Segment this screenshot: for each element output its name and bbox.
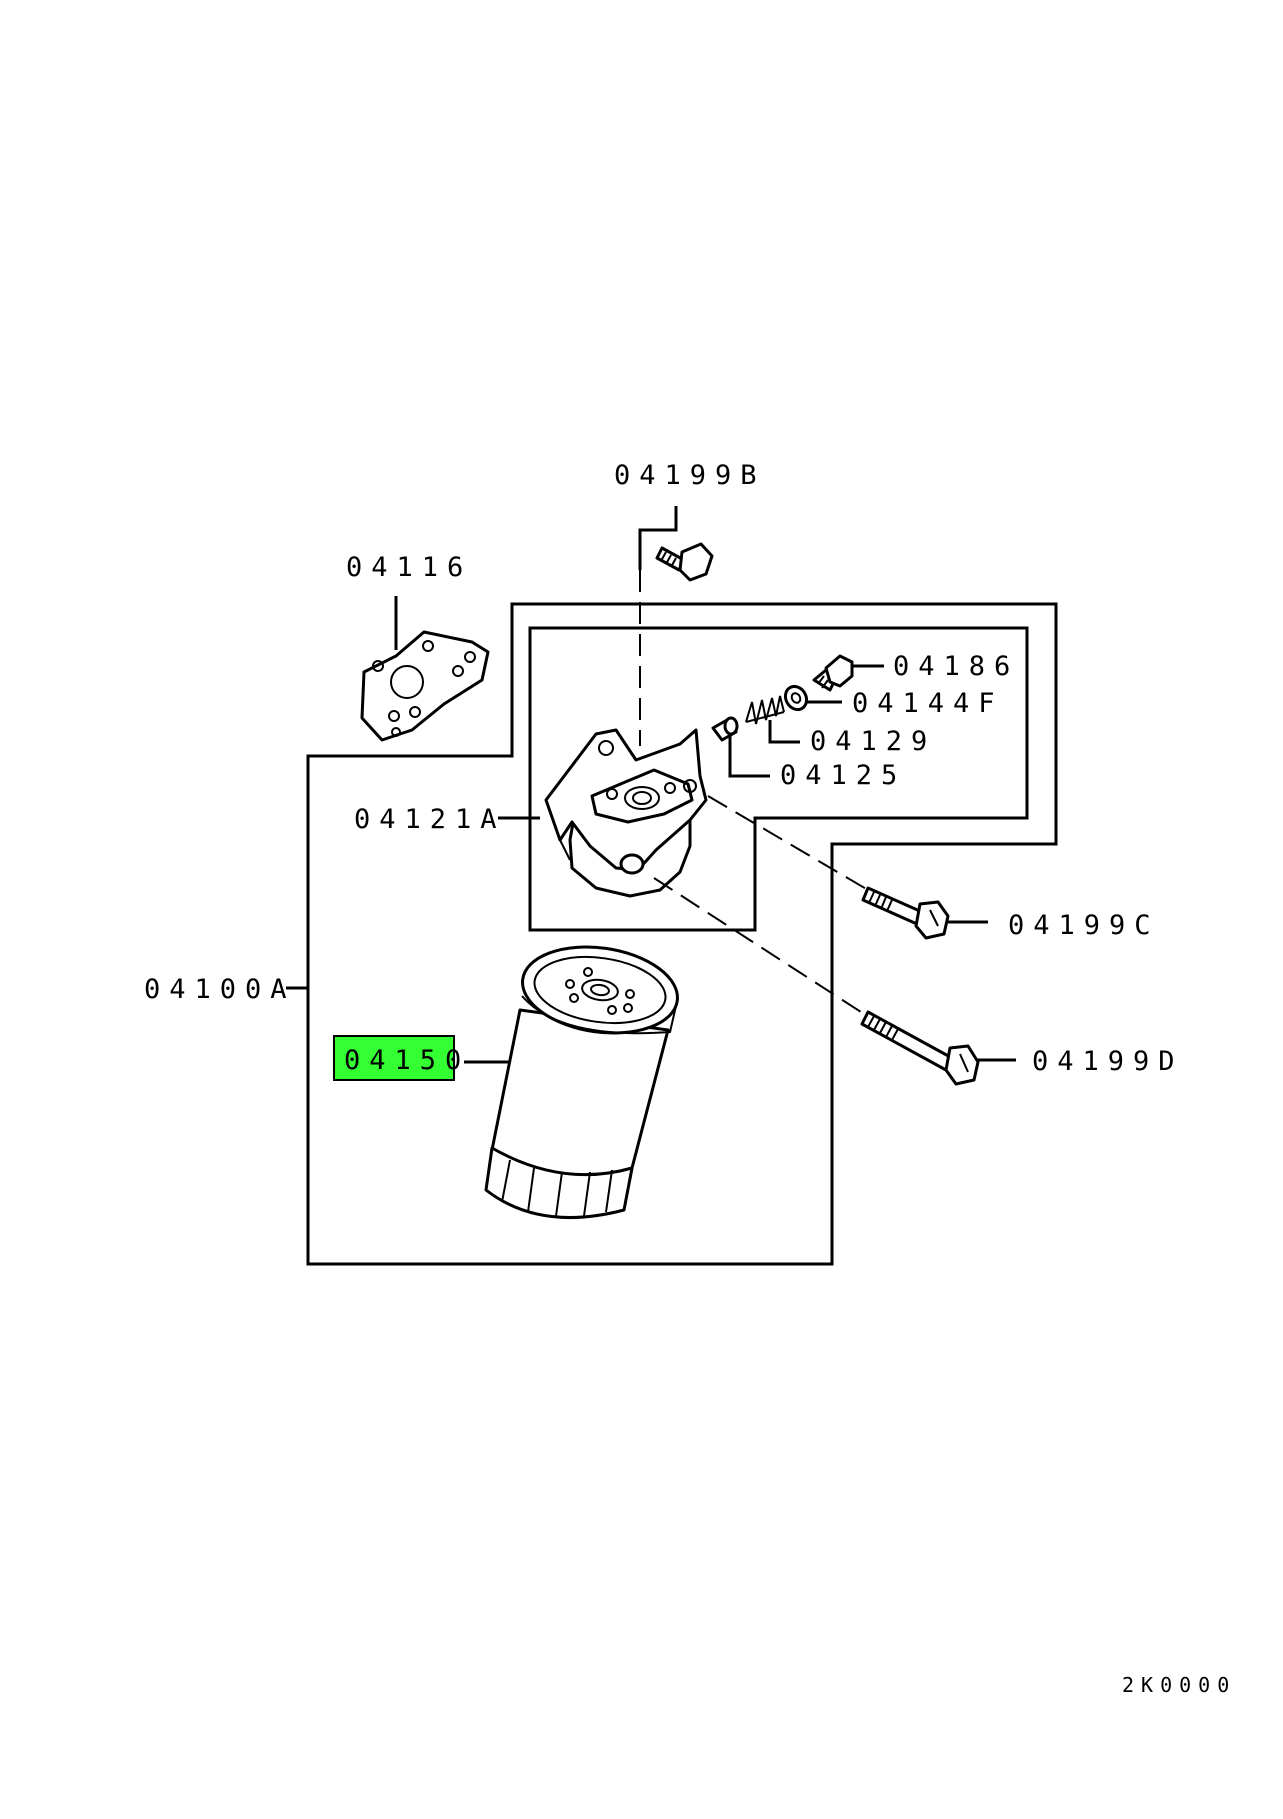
washer-04144f-icon[interactable] [781, 683, 810, 714]
leader-04129 [768, 720, 800, 744]
assembly-boundary-inner [528, 626, 1029, 932]
bolt-04199d-icon[interactable] [860, 1010, 980, 1086]
spring-04129-icon[interactable] [745, 695, 785, 725]
leader-04199b [638, 506, 678, 570]
label-04199b[interactable]: 04199B [614, 460, 766, 491]
filter-bracket-04121a-icon[interactable] [544, 728, 708, 898]
label-04100a[interactable]: 04100A [144, 974, 296, 1005]
label-04116[interactable]: 04116 [346, 552, 472, 583]
gasket-04116-icon[interactable] [360, 630, 490, 742]
label-04150[interactable]: 04150 [344, 1045, 470, 1076]
plug-04186-icon[interactable] [812, 654, 854, 692]
assembly-boundary-outer [306, 602, 1058, 1266]
bolt-04199b-icon[interactable] [655, 542, 714, 582]
label-04186[interactable]: 04186 [893, 651, 1019, 682]
bolt-04199c-icon[interactable] [861, 886, 950, 940]
highlight-box-04150 [333, 1035, 455, 1081]
label-04199c[interactable]: 04199C [1008, 910, 1160, 941]
drawing-code: 2K0000 [1122, 1673, 1236, 1697]
label-04199d[interactable]: 04199D [1032, 1046, 1184, 1077]
label-04121a[interactable]: 04121A [354, 804, 506, 835]
label-04125[interactable]: 04125 [780, 760, 906, 791]
label-04144f[interactable]: 04144F [852, 688, 1004, 719]
oil-filter-04150-icon[interactable] [484, 938, 683, 1219]
plunger-04125-icon[interactable] [711, 716, 739, 742]
label-04129[interactable]: 04129 [810, 726, 936, 757]
leader-04199d-dash [653, 877, 865, 1015]
leader-04125 [728, 736, 770, 778]
